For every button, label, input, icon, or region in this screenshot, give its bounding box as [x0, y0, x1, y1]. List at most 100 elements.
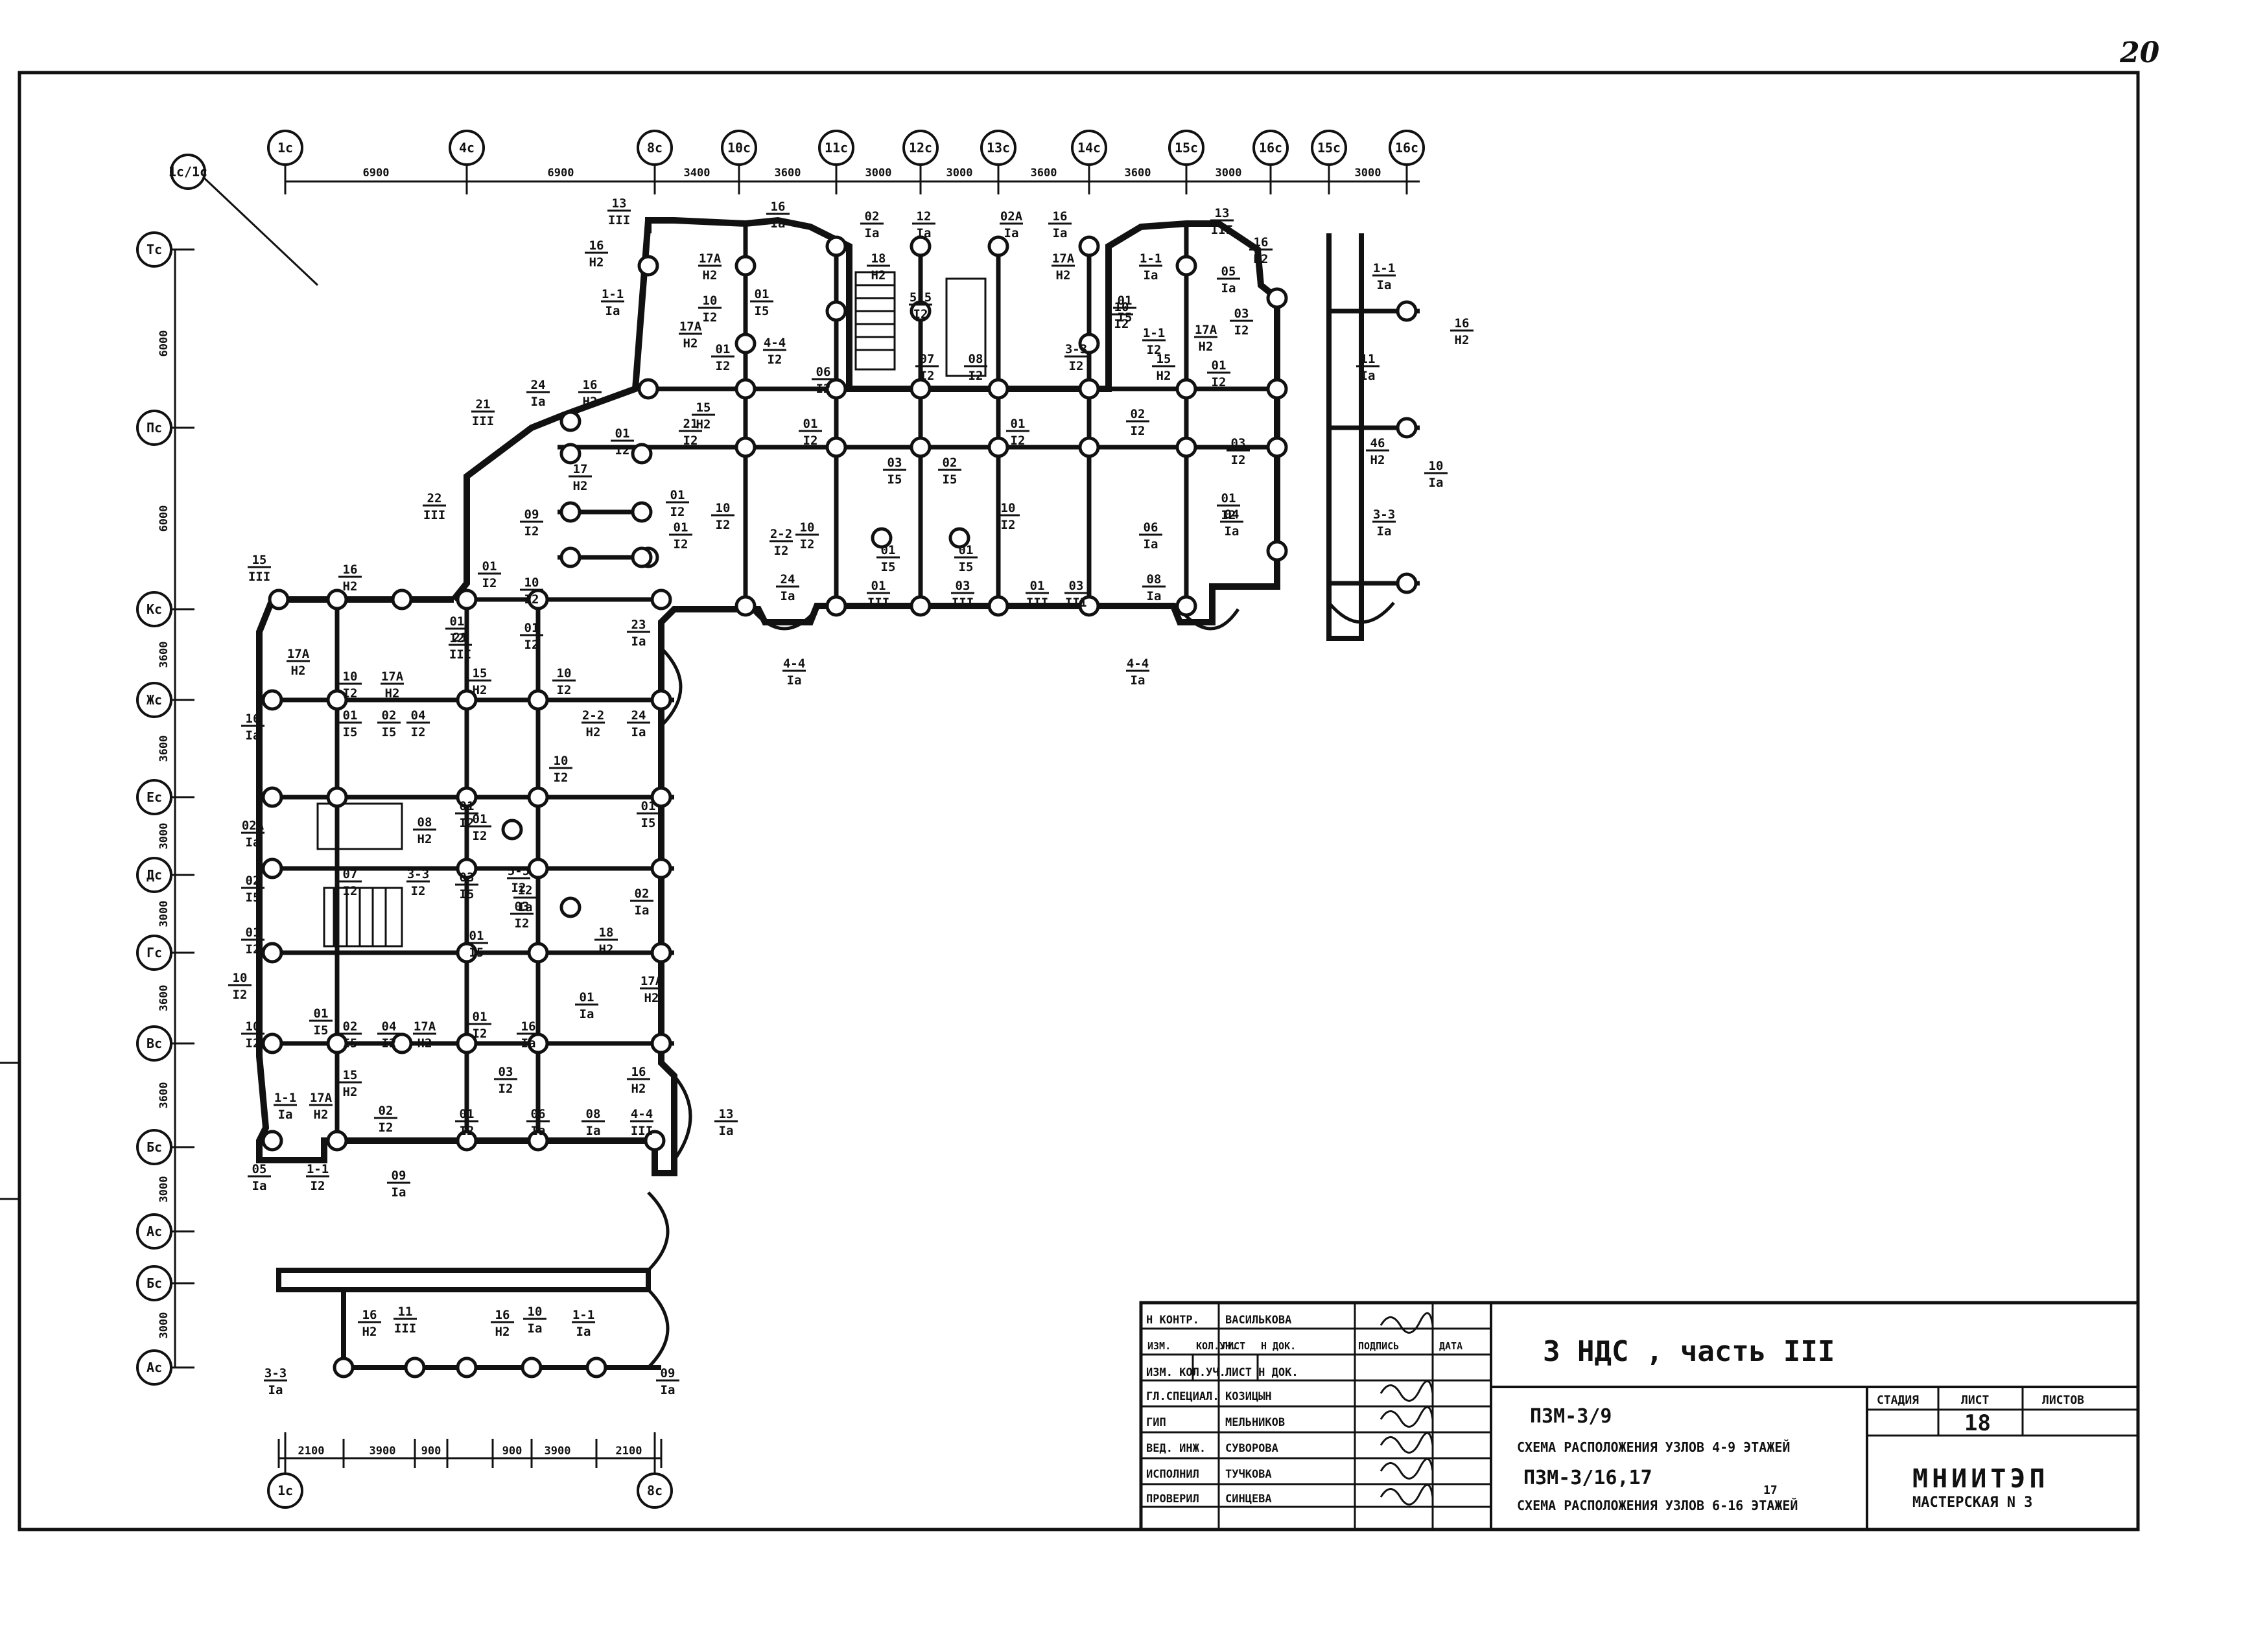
node-subcode: I2 [1234, 323, 1249, 338]
grid-axis-label: Ас [147, 1224, 162, 1239]
node-number: 03 [887, 456, 902, 470]
node-subcode: Н2 [314, 1108, 329, 1122]
node-subcode: I2 [674, 537, 688, 552]
corner-block-outline [451, 220, 652, 602]
signature-role: ГИП [1146, 1416, 1166, 1429]
grid-axis-bubble [902, 130, 939, 166]
node-subcode: I2 [1212, 375, 1227, 390]
node-callout: 1-1I2 [1142, 326, 1166, 357]
node-subcode: Iа [531, 395, 546, 409]
node-number: 12 [518, 883, 533, 898]
node-number: 07 [920, 352, 935, 366]
grid-axis-bubble [637, 130, 673, 166]
node-callout: 4-4Iа [782, 657, 806, 688]
node-number: 01 [1118, 294, 1133, 308]
junction-node [527, 786, 549, 808]
node-number: 16 [631, 1065, 646, 1079]
node-number: 4-4 [631, 1107, 653, 1121]
node-number: 5-5 [910, 290, 932, 305]
node-subcode: Iа [771, 216, 786, 231]
node-subcode: Iа [246, 728, 261, 743]
node-subcode: Iа [1131, 673, 1145, 688]
interior-walls [259, 224, 1420, 1141]
node-number: 17А [381, 669, 404, 684]
balconies [647, 601, 1395, 1369]
node-number: 12 [917, 209, 932, 224]
node-number: 08 [417, 815, 432, 830]
node-number: 10 [703, 294, 718, 308]
node-number: 03 [956, 579, 970, 593]
node-number: 08 [1147, 572, 1162, 587]
node-callout: 1-1I2 [306, 1162, 329, 1193]
junction-node [1266, 540, 1288, 562]
grid-axis-label: 15c [1317, 140, 1341, 156]
junction-node [948, 527, 970, 549]
node-subcode: I2 [913, 307, 928, 321]
junction-node [527, 1130, 549, 1152]
junction-nodes [261, 235, 1418, 1379]
node-subcode: Iа [580, 1007, 594, 1021]
node-number: 1-1 [274, 1091, 296, 1105]
node-number: 08 [586, 1107, 601, 1121]
node-subcode: Н2 [495, 1325, 510, 1339]
node-subcode: Н2 [583, 395, 598, 409]
dimension-value: 3400 [684, 167, 711, 180]
junction-node [987, 436, 1009, 458]
grid-axis-bubble [267, 1472, 303, 1509]
junction-node [1396, 572, 1418, 594]
grid-axis-bubble [136, 779, 172, 815]
junction-node [527, 857, 549, 879]
node-number: 10 [1001, 501, 1016, 515]
junction-node [825, 235, 847, 257]
node-subcode: I2 [343, 884, 358, 898]
junction-node [456, 1032, 478, 1054]
node-callout: 2-2Н2 [581, 708, 605, 739]
node-number: 1-1 [602, 287, 624, 301]
node-number: 22 [427, 491, 442, 506]
node-number: 03 [1069, 579, 1084, 593]
node-number: 01 [473, 812, 487, 826]
node-number: 3-3 [1373, 507, 1395, 522]
node-subcode: III [608, 213, 630, 227]
node-number: 10 [233, 971, 248, 985]
grid-axis-bubble [136, 682, 172, 718]
node-number: 10 [1114, 300, 1129, 314]
junction-node [1078, 378, 1100, 400]
node-number: 02 [379, 1104, 393, 1118]
junction-node [456, 857, 478, 879]
node-number: 10 [800, 520, 815, 535]
node-subcode: III [1026, 596, 1048, 610]
dimension-value: 3000 [158, 1176, 170, 1203]
node-number: 17А [310, 1091, 333, 1105]
node-number: 03 [515, 900, 530, 914]
grid-axis-bubble [136, 1265, 172, 1301]
node-subcode: I2 [670, 505, 685, 519]
junction-node [261, 857, 283, 879]
node-subcode: Iа [1144, 537, 1158, 552]
grid-axis-label: Ес [147, 789, 162, 805]
drawing-superscript: 17 [1763, 1483, 1778, 1497]
node-subcode: I5 [469, 946, 484, 960]
grid-axis-label: Пс [147, 420, 162, 436]
junction-node [637, 255, 659, 277]
node-subcode: Iа [246, 835, 261, 850]
